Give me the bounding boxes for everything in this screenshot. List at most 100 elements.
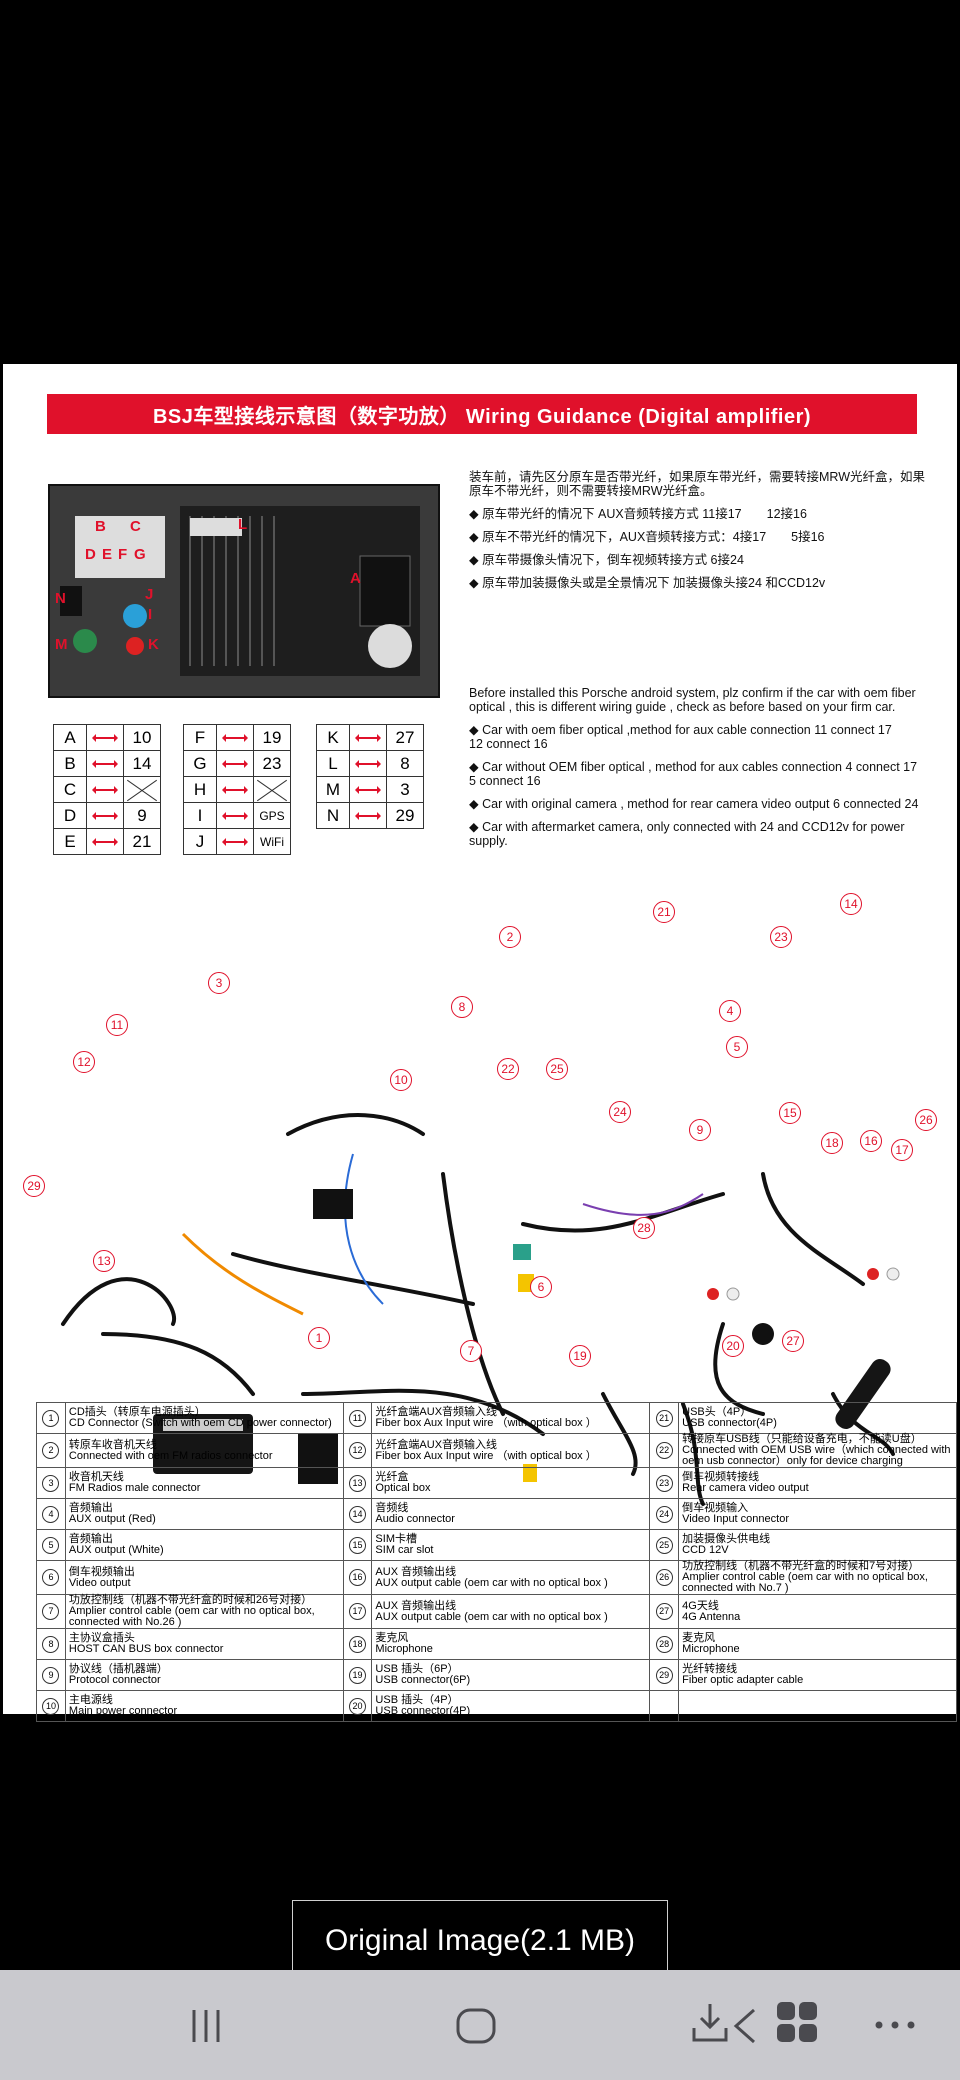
banner-title: BSJ车型接线示意图（数字功放） Wiring Guidance (Digita… — [47, 394, 917, 434]
callout-7: 7 — [460, 1340, 482, 1362]
legend-en: Rear camera video output — [682, 1482, 809, 1494]
legend-number-circle: 27 — [655, 1603, 673, 1620]
legend-cn: 光纤盒端AUX音频输入线 — [375, 1406, 498, 1418]
legend-number: 22 — [649, 1433, 680, 1468]
photo-label-k: K — [148, 636, 159, 653]
callout-16: 16 — [860, 1130, 882, 1152]
double-arrow-icon — [222, 734, 248, 743]
legend-number — [649, 1690, 680, 1722]
legend-number: 11 — [342, 1402, 373, 1434]
pin-letter: G — [183, 750, 217, 777]
legend-number: 7 — [36, 1594, 66, 1629]
legend-en: AUX output cable (oem car with no optica… — [375, 1610, 608, 1623]
photo-label-e: E — [102, 546, 113, 563]
en-note: ◆ Car with original camera , method for … — [469, 797, 919, 811]
legend-cn: 转原车收音机天线 — [68, 1438, 157, 1451]
legend-number-circle: 10 — [42, 1697, 60, 1715]
legend-number-circle: 7 — [42, 1603, 60, 1620]
pin-letter: B — [53, 750, 87, 777]
double-arrow-icon — [92, 812, 118, 821]
pin-letter: H — [183, 776, 217, 803]
home-icon[interactable] — [455, 2006, 499, 2046]
legend-text: 协议线（插机器端）Protocol connector — [64, 1659, 344, 1691]
legend-number: 4 — [36, 1498, 66, 1530]
callout-8: 8 — [451, 996, 473, 1018]
back-icon[interactable] — [730, 2006, 760, 2046]
legend-cn: USB 插头（6P） — [375, 1663, 459, 1675]
callout-12: 12 — [73, 1051, 95, 1073]
legend-cn: 麦克风 — [375, 1632, 409, 1644]
callout-14: 14 — [840, 893, 862, 915]
callout-13: 13 — [93, 1250, 115, 1272]
more-icon[interactable] — [873, 2018, 917, 2032]
legend-number: 23 — [649, 1467, 680, 1499]
recent-apps-icon[interactable] — [190, 2006, 226, 2046]
legend-cn: 音频输出 — [68, 1502, 113, 1514]
callout-28: 28 — [633, 1217, 655, 1239]
callout-27: 27 — [782, 1330, 804, 1352]
photo-label-b: B — [95, 518, 106, 535]
en-note: ◆ Car with aftermarket camera, only conn… — [469, 820, 905, 848]
callout-17: 17 — [891, 1139, 913, 1161]
legend-number-circle: 28 — [655, 1635, 673, 1653]
legend-text: USB 插头（4P）USB connector(4P) — [371, 1690, 651, 1722]
legend-en: Audio connector — [375, 1513, 455, 1525]
legend-number-circle: 18 — [348, 1635, 366, 1653]
legend-number-circle: 20 — [348, 1697, 366, 1715]
double-arrow-icon — [355, 812, 381, 821]
legend-number: 5 — [36, 1529, 66, 1561]
pin-letter: N — [316, 802, 350, 829]
legend-en: AUX output cable (oem car with no optica… — [375, 1576, 608, 1589]
legend-number-circle: 15 — [348, 1536, 366, 1554]
legend-en: Video output — [68, 1576, 131, 1589]
en-note: Before installed this Porsche android sy… — [469, 686, 916, 714]
legend-cn: 音频输出 — [68, 1533, 113, 1545]
legend-number-circle: 25 — [655, 1536, 673, 1554]
legend-number: 24 — [649, 1498, 680, 1530]
legend-number-circle: 13 — [348, 1474, 366, 1492]
head-unit-drawing — [50, 486, 438, 696]
legend-en: 4G Antenna — [682, 1610, 741, 1623]
legend-number-circle: 12 — [348, 1442, 366, 1459]
legend-cn: 4G天线 — [682, 1599, 719, 1612]
wiring-document: BSJ车型接线示意图（数字功放） Wiring Guidance (Digita… — [3, 364, 957, 1722]
legend-cn: 功放控制线（机器不带光纤盒的时候和7号对接） — [682, 1560, 920, 1572]
legend-cn: USB 插头（4P） — [375, 1694, 459, 1706]
legend-en: Video Input connector — [682, 1513, 789, 1525]
download-icon[interactable] — [690, 2000, 730, 2044]
legend-number: 19 — [342, 1659, 373, 1691]
app-grid-icon[interactable] — [775, 2000, 825, 2046]
photo-label-j: J — [145, 586, 154, 603]
legend-cn: 收音机天线 — [68, 1471, 124, 1483]
legend-number-circle: 11 — [348, 1409, 366, 1427]
legend-number: 18 — [342, 1628, 373, 1660]
double-arrow-icon — [92, 786, 118, 795]
callout-22: 22 — [497, 1058, 519, 1080]
legend-en: Fiber box Aux Input wire （with optical b… — [375, 1417, 597, 1429]
legend-en: Amplier control cable (oem car with no o… — [68, 1605, 315, 1628]
pin-target: 23 — [253, 750, 291, 777]
original-image-button[interactable]: Original Image(2.1 MB) — [292, 1900, 668, 1982]
pin-target: 3 — [386, 776, 424, 803]
pin-target: 9 — [123, 802, 161, 829]
legend-en: AUX output (White) — [68, 1544, 164, 1556]
photo-label-a: A — [350, 570, 361, 587]
legend-number: 29 — [649, 1659, 680, 1691]
callout-23: 23 — [770, 926, 792, 948]
legend-text: 转接原车USB线（只能给设备充电，不能读U盘）Connected with OE… — [678, 1433, 957, 1468]
legend-en: Protocol connector — [68, 1674, 161, 1686]
legend-number: 28 — [649, 1628, 680, 1660]
callout-25: 25 — [546, 1058, 568, 1080]
legend-number-circle: 5 — [42, 1536, 60, 1554]
